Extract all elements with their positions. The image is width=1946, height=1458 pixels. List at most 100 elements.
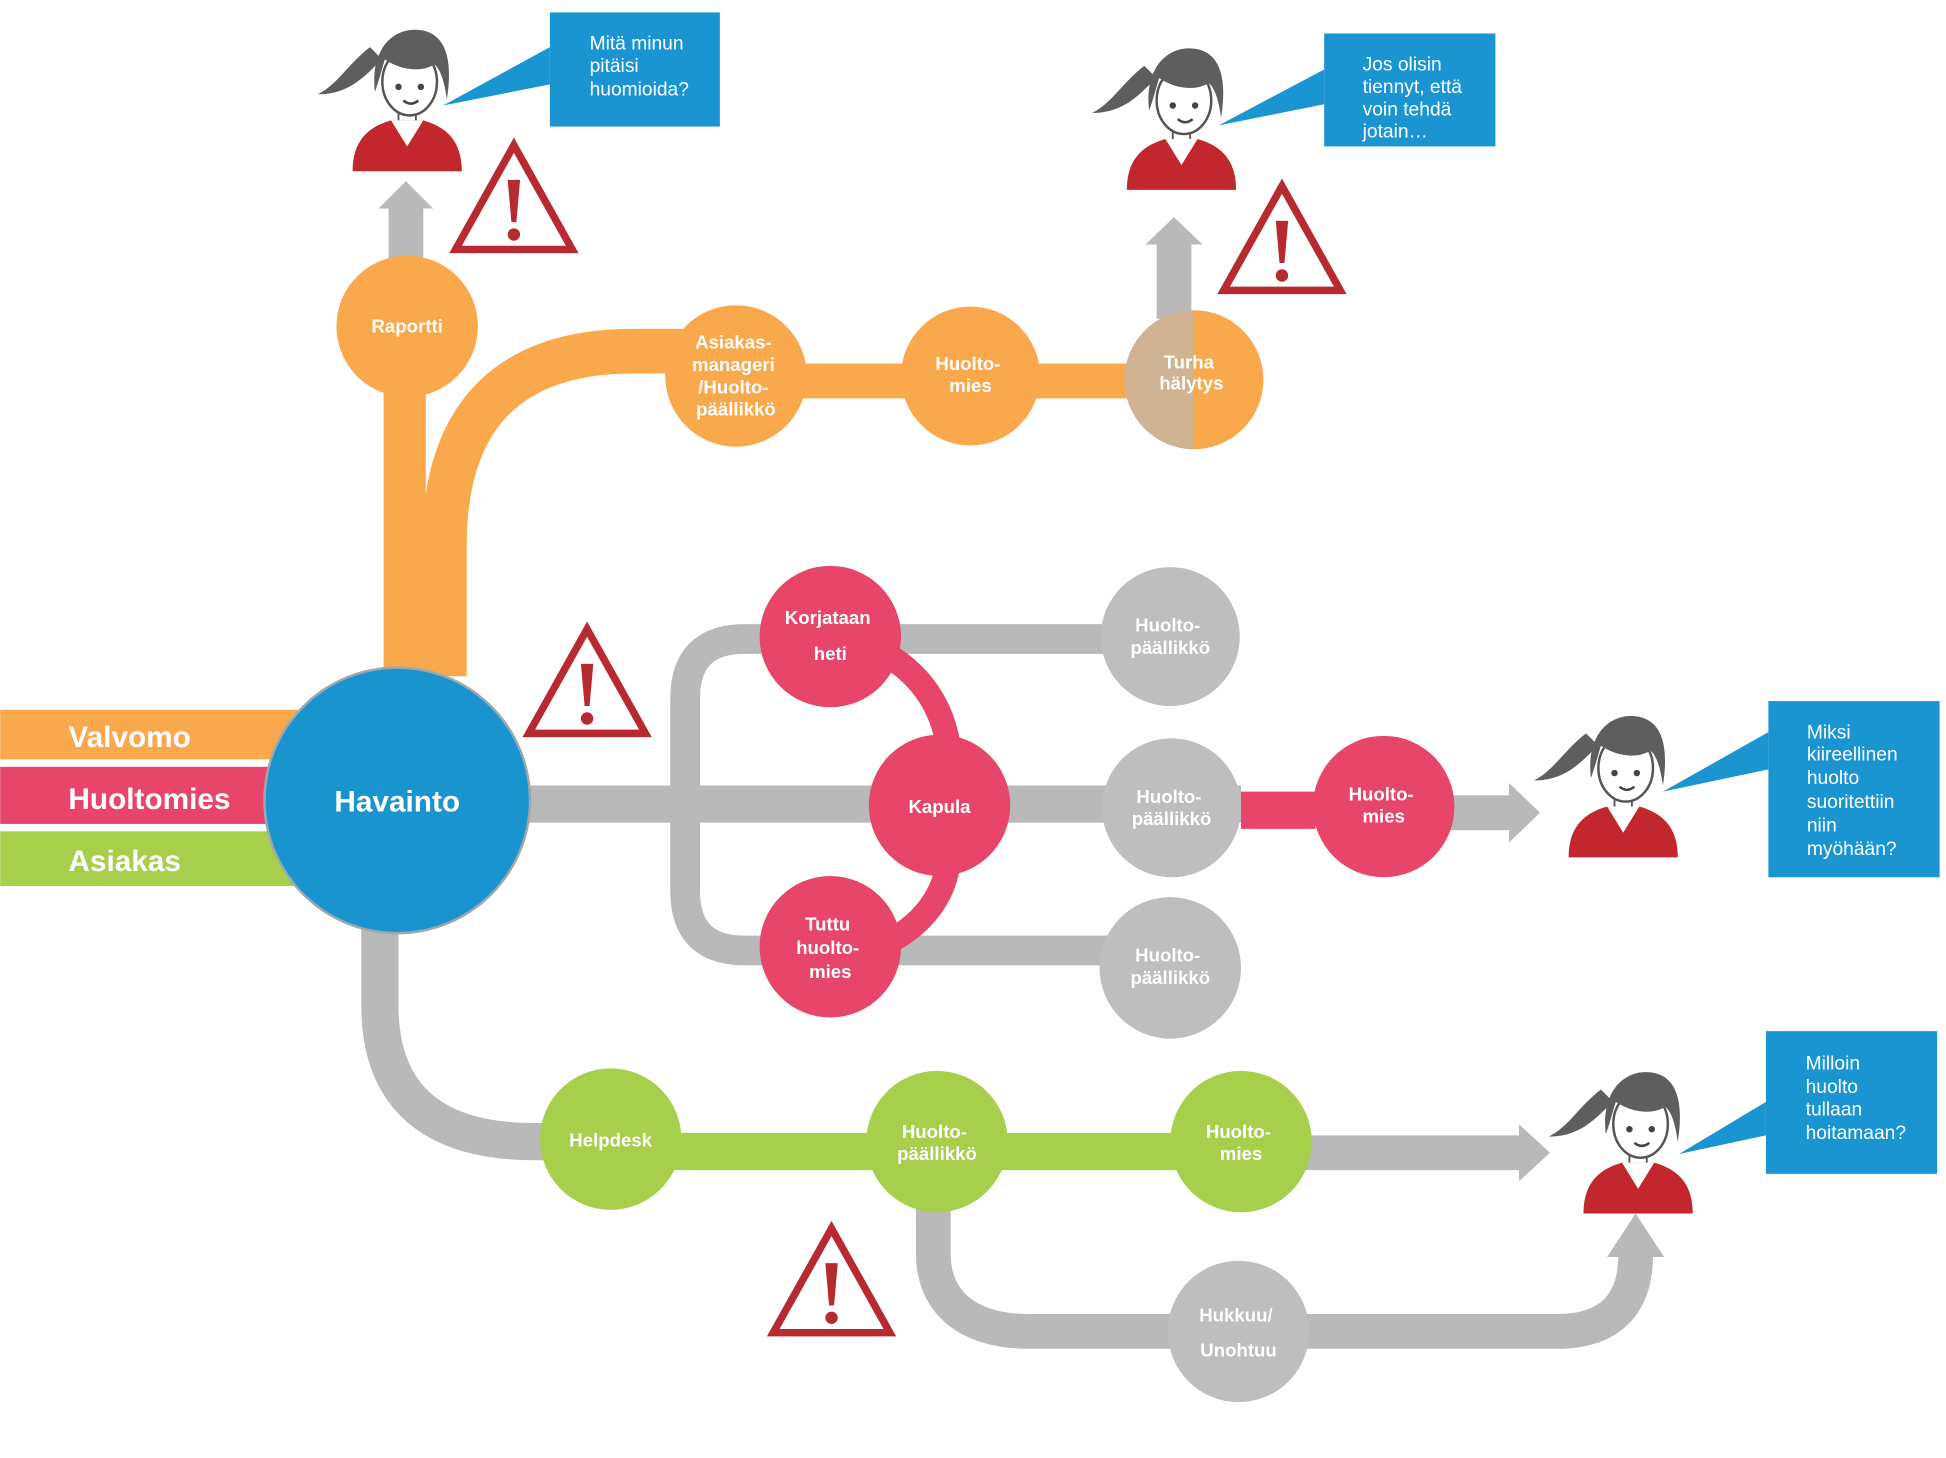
legend-bar-valvomo [0, 709, 298, 760]
label-line: Asiakas- [695, 332, 772, 353]
node-asiakasmanageri [665, 305, 807, 447]
speech-bubble: Milloin huolto tullaan hoitamaan? [1679, 1031, 1938, 1174]
center-label: Havainto [334, 786, 460, 819]
bubble-line: voin tehdä [1363, 99, 1452, 120]
label-line: Kapula [908, 796, 971, 817]
warning-icon [456, 145, 573, 249]
label-line: mies [1220, 1143, 1262, 1164]
label-korjataan-heti: Korjataan heti [785, 607, 876, 664]
label-line: Helpdesk [569, 1130, 652, 1151]
speech-bubble: Mitä minun pitäisi huomioida? [443, 12, 720, 127]
speech-bubble-tail [1218, 69, 1325, 126]
node-tuttu-huoltomies [759, 876, 902, 1018]
person-icon [1532, 714, 1680, 859]
nodes [336, 255, 1455, 1403]
speech-bubble-box [1765, 1031, 1938, 1174]
arrow-stem-turha [1156, 241, 1192, 319]
node-turha-halytys-overlay [1124, 310, 1194, 450]
arrow-icon [378, 181, 434, 209]
node-huoltomies-pink [1312, 735, 1455, 878]
label-turha-halytys: Turha hälytys [1159, 352, 1223, 394]
label-line: Hukkuu/ [1199, 1305, 1272, 1326]
label-line: Turha [1164, 352, 1215, 373]
speech-bubble-tail [443, 47, 550, 106]
node-huoltopaallikko-top [1100, 567, 1240, 707]
bubble-line: hoitamaan? [1806, 1123, 1906, 1144]
label-huoltopaallikko-top: Huolto- päällikkö [1130, 615, 1210, 658]
arrow-icon [1518, 1124, 1550, 1182]
bubble-line: Mitä minun [590, 34, 684, 55]
label-line: Huolto- [1349, 783, 1414, 804]
label-line: päällikkö [1130, 637, 1210, 658]
legend-label-huoltomies: Huoltomies [68, 783, 230, 816]
bubble-line: suoritettiin [1807, 792, 1895, 813]
label-line: huolto- [796, 937, 859, 958]
connector-arc-to-asiakasmanageri [422, 328, 696, 677]
label-hukkuu-unohtuu: Hukkuu/ Unohtuu [1199, 1305, 1278, 1361]
node-huoltopaallikko-mid [1102, 738, 1242, 878]
node-korjataan-heti [759, 565, 902, 708]
node-havainto [263, 666, 532, 935]
bubble-line: Jos olisin [1363, 55, 1442, 76]
speech-bubble-text: Milloin huolto tullaan hoitamaan? [1806, 1054, 1906, 1144]
bubble-line: tiennyt, että [1363, 77, 1463, 98]
speech-bubble: Miksi kiireellinen huolto suoritettiin n… [1662, 701, 1940, 878]
legend-label-asiakas: Asiakas [68, 845, 181, 878]
label-line: päällikkö [1132, 808, 1212, 829]
bubble-line: Miksi [1807, 722, 1851, 743]
label-line: Huolto- [902, 1121, 967, 1142]
bubble-line: kiireellinen [1807, 745, 1898, 766]
label-line: Huolto- [1135, 615, 1200, 636]
speech-bubble-text: Jos olisin tiennyt, että voin tehdä jota… [1362, 55, 1468, 143]
arrow-stem-raportti [388, 205, 424, 262]
speech-bubble-box [1324, 33, 1496, 147]
connector-lost-path [915, 1191, 1653, 1349]
arrow-stem-pink [1445, 795, 1512, 831]
label-line: mies [1363, 806, 1405, 827]
label-line: Huolto- [935, 353, 1000, 374]
speech-bubble-tail [1679, 1101, 1766, 1154]
label-line: Tuttu [805, 914, 850, 935]
connector-bracket [670, 624, 795, 966]
person-icon [316, 28, 464, 173]
node-hukkuu-unohtuu [1167, 1260, 1310, 1403]
bubble-line: myöhään? [1807, 839, 1897, 860]
legend [0, 709, 298, 886]
label-line: päällikkö [1130, 967, 1210, 988]
label-line: hälytys [1159, 373, 1223, 394]
label-line: manageri [692, 354, 775, 375]
label-line: /Huolto- [698, 376, 768, 397]
node-kapula [868, 734, 1011, 877]
person-icon [1090, 47, 1238, 192]
arrow-icon [1509, 782, 1541, 843]
node-asiakas-huoltopaallikko [866, 1070, 1008, 1213]
speech-bubble-box [1768, 701, 1940, 878]
bubble-line: niin [1807, 815, 1837, 836]
label-line: mies [809, 961, 851, 982]
node-asiakas-huoltomies [1170, 1070, 1312, 1213]
bubble-line: Milloin [1806, 1054, 1860, 1075]
bubble-line: huolto [1806, 1077, 1858, 1098]
legend-bar-huoltomies [0, 766, 298, 824]
label-line: Huolto- [1136, 786, 1201, 807]
label-raportti: Raportti [372, 316, 443, 337]
label-helpdesk: Helpdesk [569, 1130, 652, 1151]
node-valvomo-huoltomies [901, 306, 1041, 446]
node-raportti [336, 255, 478, 398]
label-asiakasmanageri: Asiakas- manageri /Huolto- päällikkö [692, 332, 780, 420]
speech-bubble-box [549, 12, 720, 127]
label-tuttu-huoltomies: Tuttu huolto- mies [796, 914, 864, 982]
label-kapula: Kapula [908, 796, 971, 817]
label-line: heti [814, 643, 847, 664]
arrow-icon [1607, 1213, 1665, 1257]
speech-bubble: Jos olisin tiennyt, että voin tehdä jota… [1218, 33, 1496, 147]
label-huoltomies-pink: Huolto- mies [1349, 783, 1419, 826]
label-line: mies [949, 375, 991, 396]
warning-icon [529, 629, 646, 733]
node-huoltopaallikko-bottom [1099, 897, 1242, 1039]
speech-bubble-text: Miksi kiireellinen huolto suoritettiin n… [1807, 722, 1903, 860]
speech-bubble-tail [1662, 732, 1769, 792]
legend-label-valvomo: Valvomo [68, 721, 190, 754]
label-asiakas-huoltomies: Huolto- mies [1206, 1121, 1276, 1164]
